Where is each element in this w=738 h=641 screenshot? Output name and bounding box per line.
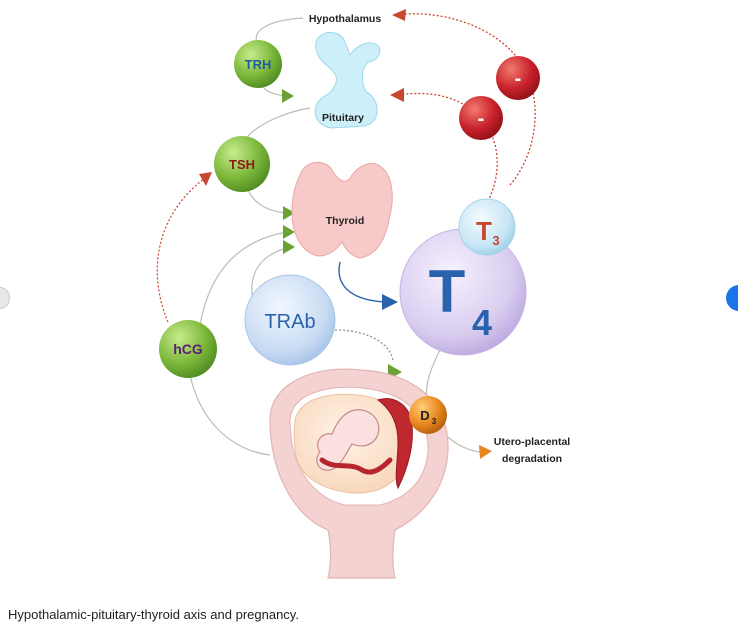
arrow-to-pituitary (390, 88, 404, 102)
thyroid-gland-shape (291, 161, 393, 259)
tsh-badge (214, 136, 270, 192)
d3-subscript: 3 (432, 417, 437, 426)
minus-badge-2 (459, 96, 503, 140)
arrow-to-hypothalamus (392, 9, 406, 21)
line-trab-fetus (334, 329, 394, 363)
arrow-hcg-tsh (199, 172, 212, 186)
thyroid-label: Thyroid (326, 215, 365, 227)
arrow-trab-thyroid (283, 240, 295, 254)
fetus-figure (316, 409, 380, 471)
minus-label-1: - (515, 68, 522, 90)
arrow-tsh-thyroid (283, 206, 295, 220)
placenta (376, 398, 413, 490)
figure-caption: Hypothalamic-pituitary-thyroid axis and … (8, 607, 299, 622)
line-hcg-thyroid (199, 231, 288, 326)
hcg-label: hCG (173, 341, 203, 357)
umbilical-cord (319, 457, 393, 475)
line-trab-thyroid (251, 247, 288, 296)
arrow-thyroid-t4 (382, 294, 398, 310)
line-hcg-placenta (189, 374, 271, 456)
t3-circle (458, 198, 516, 256)
hpt-axis-diagram: T 4 T 3 TRAb TRH TSH hCG - - D 3 Hypotha… (156, 9, 571, 579)
t3-subscript: 3 (492, 233, 499, 248)
line-hcg-tsh (156, 177, 206, 323)
trh-label: TRH (245, 57, 272, 72)
carousel-next-button[interactable] (726, 285, 738, 311)
t4-subscript: 4 (472, 302, 492, 343)
utero-placental-label-line1: Utero-placental (494, 436, 571, 448)
hypothalamus-label: Hypothalamus (309, 13, 382, 25)
minus-label-2: - (478, 108, 485, 130)
arrow-trh-pituitary (282, 89, 294, 103)
utero-placental-label-line2: degradation (502, 453, 562, 465)
trh-badge (234, 40, 282, 88)
pituitary-label: Pituitary (322, 112, 364, 124)
arrow-d3-degradation (479, 445, 492, 459)
trab-label: TRAb (264, 311, 315, 333)
line-pituitary-tsh (244, 107, 311, 141)
hcg-badge (159, 320, 217, 378)
tsh-label: TSH (229, 157, 255, 172)
line-tsh-thyroid (247, 189, 288, 214)
line-t4-d3 (425, 349, 441, 399)
feedback-arc-hypothalamus (397, 13, 536, 186)
d3-badge (409, 396, 447, 434)
minus-badge-1 (496, 56, 540, 100)
d3-letter: D (420, 408, 429, 423)
pituitary-gland-shape (314, 32, 381, 129)
t3-letter: T (476, 216, 492, 246)
line-thyroid-t4 (338, 261, 386, 303)
arrow-hcg-thyroid (283, 225, 295, 239)
t4-letter: T (429, 258, 466, 325)
trab-circle (244, 274, 336, 366)
